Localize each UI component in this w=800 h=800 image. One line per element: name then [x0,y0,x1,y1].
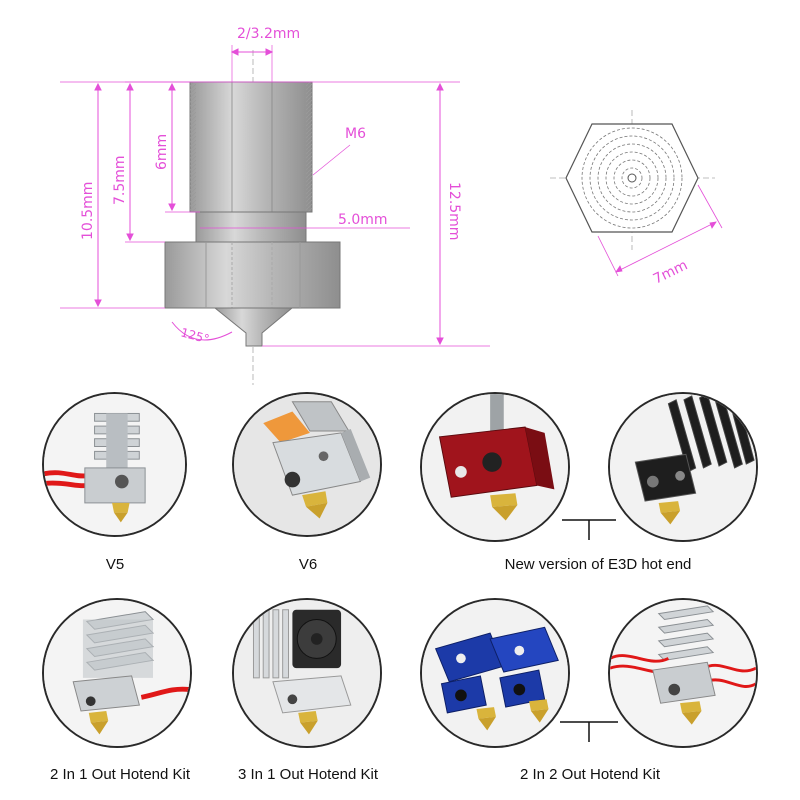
kit-2in2-blue-photo [420,598,570,748]
e3d-black-heatsink-photo [608,392,758,542]
nozzle-dimension-drawing: 2/3.2mm M6 5.0mm 6mm 7.5mm 10.5mm 12.5mm… [60,26,723,385]
nozzle-hex-body [164,241,341,309]
thread-length-label: 6mm [154,134,170,170]
kit-3in1-photo [232,598,382,748]
length-b-label: 10.5mm [80,182,96,240]
caption-kit-2in2: 2 In 2 Out Hotend Kit [519,766,661,783]
kit-2in1-photo [42,598,192,748]
e3d-red-block-photo [420,392,570,542]
nozzle-tip [213,307,294,347]
caption-v5: V5 [105,556,125,573]
angle-label: 125° [179,325,211,346]
v5-hotend-photo [42,392,187,537]
caption-kit-2in1: 2 In 1 Out Hotend Kit [49,766,191,783]
total-length-label: 12.5mm [446,182,462,240]
caption-new-e3d: New version of E3D hot end [504,556,692,573]
tip-diameter-label: 5.0mm [338,212,388,228]
v6-hotend-photo [232,392,382,537]
kit-2in2-silver-photo [608,598,758,748]
length-a-label: 7.5mm [112,155,128,205]
nozzle-thread-body [189,81,313,243]
thread-label: M6 [345,126,366,142]
hex-end-view: 7mm [550,110,723,288]
caption-kit-3in1: 3 In 1 Out Hotend Kit [237,766,379,783]
hex-width-label: 7mm [651,257,691,287]
inner-diameter-label: 2/3.2mm [237,26,300,42]
caption-v6: V6 [298,556,318,573]
